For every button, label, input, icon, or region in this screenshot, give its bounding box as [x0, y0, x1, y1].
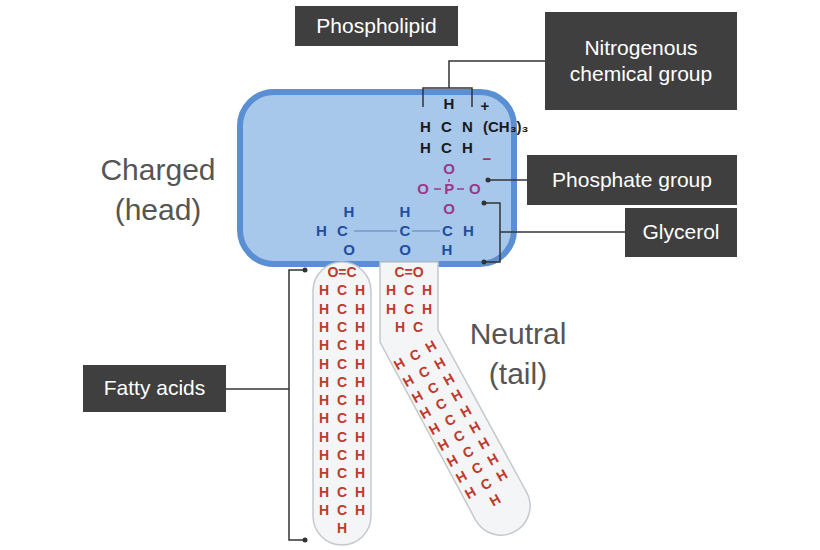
head-atom-label: +: [481, 96, 490, 116]
head-atom-label: O: [443, 159, 455, 179]
head-atom-label: H C N (CH₃)₃: [420, 117, 529, 137]
fatty-acid-tail: [380, 262, 530, 535]
tail-atom-label: H C H: [319, 501, 365, 519]
head-shape: [240, 92, 514, 264]
tail-atom-label: H: [486, 489, 504, 510]
label-box: Glycerol: [625, 208, 737, 257]
tail-atom-label: H C H: [319, 483, 365, 501]
glycerol-bonds: [354, 231, 440, 232]
head-atom-label: H: [442, 240, 453, 260]
label-box: Phosphate group: [527, 155, 737, 205]
head-atom-label: O: [399, 240, 411, 260]
tail-atom-label: H C H: [386, 281, 432, 299]
tail-atom-label: H C H: [319, 428, 365, 446]
tail-atom-label: H C: [395, 318, 423, 336]
label-text: Fatty acids: [104, 375, 206, 401]
tail-atom-label: H C H: [319, 300, 365, 318]
tail-atom-label: H C H: [319, 318, 365, 336]
tail-atom-label: C=O: [394, 263, 423, 281]
fatty-acid-tail: [313, 262, 371, 545]
tail-atom-label: H C H: [319, 446, 365, 464]
head-atom-label: C H: [442, 221, 474, 241]
tail-atom-label: H C H: [386, 300, 432, 318]
tail-atom-label: H C H: [319, 355, 365, 373]
head-atom-label: O: [343, 240, 355, 260]
head-atom-label: H: [344, 202, 355, 222]
label-text: Phospholipid: [316, 13, 436, 39]
head-atom-label: O P O: [417, 179, 480, 199]
label-text: Phosphate group: [552, 167, 712, 193]
tail-atom-label: H C H: [319, 409, 365, 427]
head-atom-label: −: [483, 149, 492, 169]
head-atom-label: O: [443, 199, 455, 219]
tail-atom-label: H C H: [319, 336, 365, 354]
tail-atom-label: H C H: [319, 373, 365, 391]
tail-atom-label: H C H: [319, 391, 365, 409]
region-label: Charged (head): [83, 150, 233, 230]
tail-atom-label: H C H: [319, 464, 365, 482]
label-text: Glycerol: [642, 219, 719, 245]
tail-atom-label: O=C: [327, 263, 356, 281]
label-box: Phospholipid: [295, 6, 458, 46]
head-atom-label: H: [444, 94, 455, 114]
label-box: Nitrogenous chemical group: [545, 12, 737, 110]
label-text: Nitrogenous chemical group: [557, 35, 725, 88]
head-atom-label: H C: [316, 221, 348, 241]
region-label: Neutral (tail): [443, 314, 593, 394]
head-atom-label: H: [400, 202, 411, 222]
tail-atom-label: H: [337, 519, 347, 537]
head-atom-label: H C H: [420, 138, 473, 158]
head-atom-label: C: [400, 221, 411, 241]
label-box: Fatty acids: [83, 365, 226, 412]
tail-atom-label: H C H: [319, 281, 365, 299]
leader-lines: [226, 61, 625, 540]
